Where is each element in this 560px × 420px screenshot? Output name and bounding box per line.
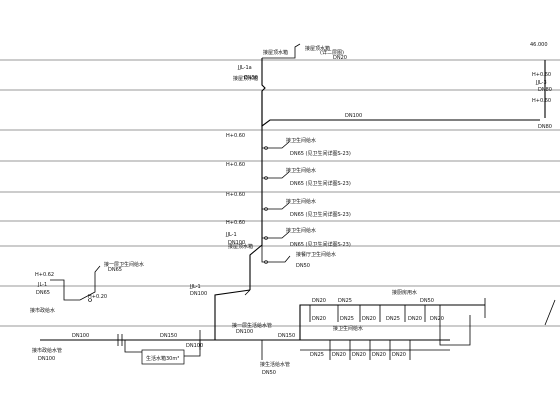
right-mid-dn-5: DN20 <box>430 316 444 322</box>
right-low-dn-1: DN20 <box>332 352 346 358</box>
left-up-dn: DN65 <box>108 267 122 273</box>
branch-1-h: H+0.60 <box>226 133 245 139</box>
jjl1-lower: JJL-1 DN100 <box>189 284 207 297</box>
left-jl: JL-1 <box>37 282 47 288</box>
roof-tank-branch: 接屋顶水箱 (详二层图) DN20 JJL-1a DN50 接屋顶水箱 <box>237 43 347 81</box>
bottom-dn-b: DN150 <box>160 333 177 339</box>
bottom-dn-a: DN100 <box>72 333 89 339</box>
right-low-dn-3: DN20 <box>372 352 386 358</box>
branch-2-label: 接卫生间给水 <box>286 167 316 174</box>
roof-branch-dn: DN20 <box>333 55 347 61</box>
jjl1-upper: JJL-1 DN100 <box>225 232 245 246</box>
branch-1-dn: DN65 (见卫生间详图S-23) <box>290 150 351 157</box>
right-low-dn-4: DN20 <box>392 352 406 358</box>
jjl1-lower-dn: DN100 <box>190 291 207 297</box>
left-h2: H+0.20 <box>88 294 107 300</box>
restaurant-branch: 接屋顶水箱 接餐厅卫生间给水 DN50 <box>228 243 336 269</box>
branch-4-dn: DN65 (见卫生间详图S-23) <box>290 241 351 248</box>
floor-lines <box>0 59 560 327</box>
branch-1-label: 接卫生间给水 <box>286 137 316 144</box>
right-top-dn-1: DN25 <box>338 298 352 304</box>
right-mid-dn-2: DN20 <box>362 316 376 322</box>
top-right-dn80b: DN80 <box>538 124 552 130</box>
top-right-jjl3: JJL-3 <box>535 80 547 86</box>
water-tank <box>141 349 185 365</box>
bottom-pump-label: 接一层生活给水管 <box>232 322 272 329</box>
restaurant-branch-dn: DN50 <box>296 263 310 269</box>
right-mid-dn-3: DN25 <box>386 316 400 322</box>
branch-4-label: 接卫生间给水 <box>286 227 316 234</box>
bottom-dn-d: DN150 <box>278 333 295 339</box>
right-top-dn-2: DN50 <box>420 298 434 304</box>
restaurant-branch-label: 接餐厅卫生间给水 <box>296 251 336 258</box>
top-right-dn80: DN80 <box>538 87 552 93</box>
roof-branch-note: (详二层图) <box>320 49 344 56</box>
branch-2-h: H+0.60 <box>226 162 245 168</box>
right-top-label: 接厨房用水 <box>392 289 417 296</box>
left-jl1-group: H+0.62 JL-1 DN65 H+0.20 接市政给水 接一层卫生间给水 D… <box>30 261 144 314</box>
left-label: 接市政给水 <box>30 307 55 314</box>
roof-label-lower: 接屋顶水箱 <box>228 243 253 250</box>
floor-branch-2: H+0.60 接卫生间给水 DN65 (见卫生间详图S-23) <box>226 157 351 187</box>
floor-branch-1: H+0.60 接卫生间给水 DN65 (见卫生间详图S-23) <box>226 126 351 157</box>
right-top-dn-0: DN20 <box>312 298 326 304</box>
bottom-riser-label: 接生活给水管 <box>260 361 290 368</box>
water-tank-label: 生活水箱30m³ <box>146 355 179 362</box>
roof-note-top: 接屋顶水箱 <box>263 49 288 56</box>
right-low-dn-0: DN25 <box>310 352 324 358</box>
riser-1a-dn: DN50 <box>244 75 258 81</box>
bottom-left-dn: DN100 <box>38 356 55 362</box>
header-dn: DN100 <box>345 113 362 119</box>
branch-4-h: H+0.60 <box>226 220 245 226</box>
top-right-h: H+0.60 <box>532 72 551 78</box>
top-right-h2: H+0.60 <box>532 98 551 104</box>
branch-3-label: 接卫生间给水 <box>286 198 316 205</box>
bottom-riser-dn: DN50 <box>262 370 276 376</box>
top-right-riser: 46.000 H+0.60 JJL-3 DN80 H+0.60 DN80 <box>530 42 552 130</box>
floor-branch-3: H+0.60 接卫生间给水 DN65 (见卫生间详图S-23) <box>226 188 351 218</box>
right-small-label: 接卫生间给水 <box>333 325 363 332</box>
right-low-dn-2: DN20 <box>352 352 366 358</box>
bottom-main-line: 生活水箱30m³ 接市政给水管 DN100 DN100 DN150 DN100 … <box>32 289 300 376</box>
roof-branch-label: 接屋顶水箱 <box>305 45 330 52</box>
top-right-elevation: 46.000 <box>530 42 548 48</box>
branch-3-h: H+0.60 <box>226 192 245 198</box>
floor-branch-4: H+0.60 接卫生间给水 DN65 (见卫生间详图S-23) <box>226 214 351 248</box>
branch-3-dn: DN65 (见卫生间详图S-23) <box>290 211 351 218</box>
jjl1-upper-dn: DN100 <box>228 240 245 246</box>
left-dn: DN65 <box>36 290 50 296</box>
right-mid-dn-0: DN20 <box>312 316 326 322</box>
jjl1-upper-label: JJL-1 <box>225 232 237 238</box>
bottom-left-label: 接市政给水管 <box>32 347 62 354</box>
jjl1-lower-label: JJL-1 <box>189 284 201 290</box>
left-up-label: 接一层卫生间给水 <box>104 261 144 268</box>
right-mid-dn-1: DN25 <box>340 316 354 322</box>
branch-2-dn: DN65 (见卫生间详图S-23) <box>290 180 351 187</box>
bottom-dn-c: DN100 <box>186 343 203 349</box>
header-label: 接屋顶水箱 <box>233 75 258 82</box>
riser-1a-label: JJL-1a <box>237 65 252 71</box>
right-mid-dn-4: DN20 <box>408 316 422 322</box>
main-header-pipe: 接屋顶水箱 DN100 <box>233 75 540 128</box>
left-h: H+0.62 <box>35 272 54 278</box>
right-network: DN20 DN25 DN50 接厨房用水 DN20 DN25 DN20 DN25… <box>299 289 556 360</box>
bottom-pump-dn: DN100 <box>236 329 253 335</box>
